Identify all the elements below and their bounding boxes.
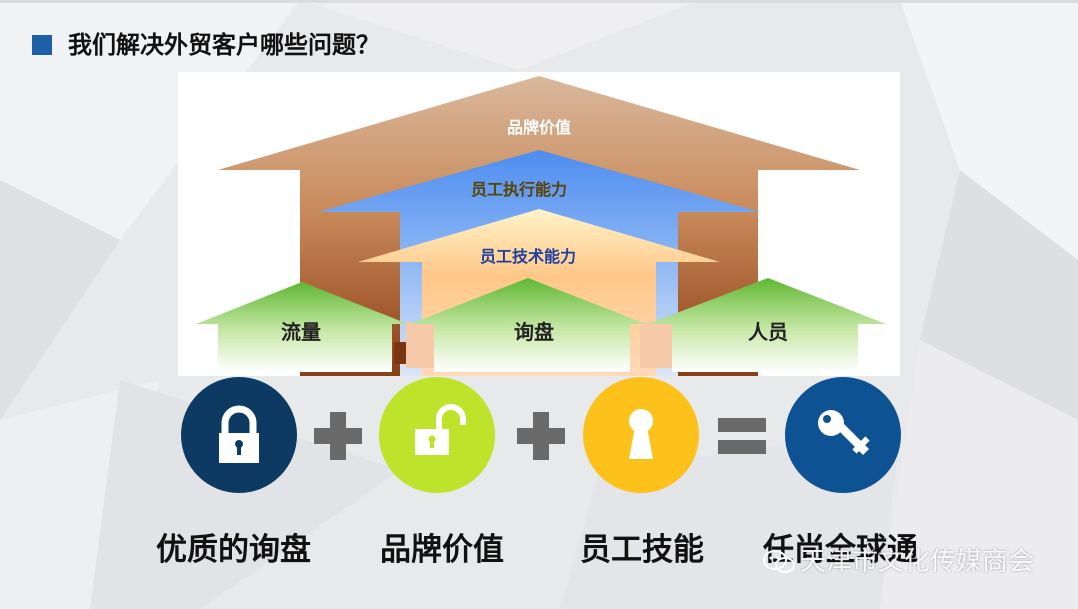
- title-bullet: [32, 35, 52, 55]
- top-border: [0, 0, 1078, 3]
- key-icon: [818, 410, 870, 455]
- key-circle: [785, 377, 901, 493]
- keyhole-circle: [583, 377, 699, 493]
- house-label-inquiry: 询盘: [514, 320, 554, 344]
- house-label-staff: 人员: [748, 320, 788, 344]
- keyhole-icon: [629, 409, 653, 459]
- page-title: 我们解决外贸客户哪些问题？: [68, 31, 380, 59]
- lock-icon: [219, 405, 259, 463]
- house-traffic: [196, 282, 408, 372]
- wechat-icon: [763, 550, 795, 573]
- caption-staff-skills: 员工技能: [580, 532, 704, 568]
- caption-brand-value: 品牌价值: [380, 532, 504, 568]
- unlock-icon: [415, 404, 466, 455]
- plus-sign-2: [517, 412, 565, 460]
- watermark-text: 天津市文化传媒商会: [800, 547, 1035, 577]
- unlock-circle: [379, 377, 495, 493]
- middle-roof-label: 员工执行能力: [471, 180, 567, 199]
- plus-sign-1: [314, 412, 362, 460]
- equals-sign: [718, 418, 766, 454]
- outer-roof-label: 品牌价值: [507, 118, 571, 137]
- caption-result: 任尚全球通: [763, 532, 918, 568]
- caption-quality-inquiry: 优质的询盘: [156, 532, 311, 568]
- house-inquiry: [410, 278, 646, 372]
- house-label-traffic: 流量: [281, 320, 321, 344]
- house-diagram: 品牌价值 员工执行能力 员工技术能力 流量 询盘 人员: [178, 72, 900, 376]
- lock-circle: [181, 377, 297, 493]
- inner-roof-label: 员工技术能力: [480, 247, 576, 266]
- house-staff: [648, 278, 886, 372]
